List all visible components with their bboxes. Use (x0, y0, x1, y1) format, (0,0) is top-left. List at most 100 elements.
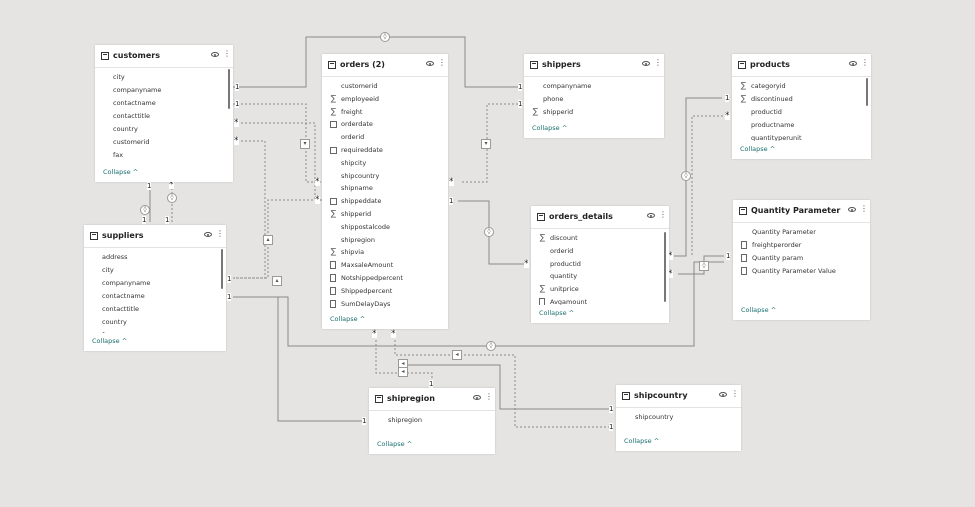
table-card-quantity-parameter[interactable]: Quantity Parameter⋮ Quantity Parameterfre… (733, 200, 870, 320)
collapse-link[interactable]: Collapse ^ (624, 437, 659, 445)
field-row[interactable]: contacttitle (95, 110, 233, 123)
crossfilter-both-icon[interactable]: ◊ (699, 261, 709, 271)
collapse-link[interactable]: Collapse ^ (103, 168, 138, 176)
table-card-customers[interactable]: customers⋮citycompanynamecontactnamecont… (95, 45, 233, 182)
field-row[interactable]: ∑categoryid (732, 80, 871, 93)
field-row[interactable]: address (84, 251, 226, 264)
visibility-eye-icon[interactable] (647, 213, 655, 218)
field-row[interactable]: country (95, 123, 233, 136)
field-row[interactable]: requireddate (322, 144, 448, 157)
crossfilter-both-icon[interactable]: ◊ (486, 341, 496, 351)
crossfilter-both-icon[interactable]: ◊ (484, 227, 494, 237)
field-row[interactable]: productid (732, 106, 871, 119)
collapse-link[interactable]: Collapse ^ (532, 124, 567, 132)
field-row[interactable]: country (84, 316, 226, 329)
field-row[interactable]: customerid (322, 80, 448, 93)
visibility-eye-icon[interactable] (849, 61, 857, 66)
visibility-eye-icon[interactable] (204, 232, 212, 237)
field-list[interactable]: ∑categoryid∑discontinuedproductidproduct… (732, 76, 871, 141)
field-row[interactable]: companyname (524, 80, 664, 93)
field-row[interactable]: MaxsaleAmount (322, 259, 448, 272)
rel-line-customers-orders-2[interactable] (241, 123, 322, 200)
field-row[interactable]: customerid (95, 136, 233, 149)
collapse-link[interactable]: Collapse ^ (741, 306, 776, 314)
visibility-eye-icon[interactable] (642, 61, 650, 66)
more-options-icon[interactable]: ⋮ (485, 393, 493, 401)
crossfilter-single-icon[interactable]: ▴ (272, 276, 282, 286)
field-row[interactable]: contactname (95, 97, 233, 110)
field-row[interactable]: quantityperunit (732, 132, 871, 141)
table-header[interactable]: orders (2)⋮ (322, 54, 448, 77)
field-list[interactable]: customerid∑employeeid∑freightorderdateor… (322, 76, 448, 311)
more-options-icon[interactable]: ⋮ (223, 50, 231, 58)
field-list[interactable]: companynamephone∑shipperid (524, 76, 664, 120)
scrollbar-thumb[interactable] (221, 249, 223, 289)
table-card-suppliers[interactable]: suppliers⋮addresscitycompanynamecontactn… (84, 225, 226, 351)
field-row[interactable]: Notshippedpercent (322, 272, 448, 285)
more-options-icon[interactable]: ⋮ (438, 59, 446, 67)
field-row[interactable]: productname (732, 119, 871, 132)
table-header[interactable]: orders_details⋮ (531, 206, 669, 229)
collapse-link[interactable]: Collapse ^ (330, 315, 365, 323)
field-row[interactable]: phone (524, 93, 664, 106)
rel-line-products-od-2[interactable] (692, 116, 727, 256)
field-row[interactable]: shippeddate (322, 195, 448, 208)
field-row[interactable]: ∑freight (322, 106, 448, 119)
collapse-link[interactable]: Collapse ^ (92, 337, 127, 345)
crossfilter-both-icon[interactable]: ◊ (140, 205, 150, 215)
rel-line-customers-suppliers[interactable] (233, 141, 265, 278)
field-row[interactable]: Quantity Parameter (733, 226, 870, 239)
field-row[interactable]: Quantity param (733, 252, 870, 265)
more-options-icon[interactable]: ⋮ (731, 390, 739, 398)
more-options-icon[interactable]: ⋮ (860, 205, 868, 213)
field-row[interactable]: ∑discount (531, 232, 669, 245)
field-list[interactable]: ∑discountorderidproductidquantity∑unitpr… (531, 228, 669, 305)
crossfilter-both-icon[interactable]: ◊ (681, 171, 691, 181)
field-row[interactable]: ∑unitprice (531, 283, 669, 296)
field-row[interactable]: contactname (84, 290, 226, 303)
more-options-icon[interactable]: ⋮ (654, 59, 662, 67)
table-card-shipcountry[interactable]: shipcountry⋮ shipcountryCollapse ^ (616, 385, 741, 451)
field-row[interactable]: ∑shipperid (322, 208, 448, 221)
more-options-icon[interactable]: ⋮ (216, 230, 224, 238)
field-row[interactable]: Quantity Parameter Value (733, 265, 870, 278)
field-list[interactable]: addresscitycompanynamecontactnamecontact… (84, 247, 226, 333)
table-header[interactable]: customers⋮ (95, 45, 233, 68)
field-row[interactable]: companyname (84, 277, 226, 290)
field-row[interactable]: fax (95, 149, 233, 162)
crossfilter-single-icon[interactable]: ▾ (481, 139, 491, 149)
table-header[interactable]: shipcountry⋮ (616, 385, 741, 408)
visibility-eye-icon[interactable] (426, 61, 434, 66)
field-row[interactable]: shipcity (322, 157, 448, 170)
more-options-icon[interactable]: ⋮ (659, 211, 667, 219)
table-header[interactable]: suppliers⋮ (84, 225, 226, 248)
field-list[interactable]: citycompanynamecontactnamecontacttitleco… (95, 67, 233, 164)
crossfilter-both-icon[interactable]: ◊ (380, 32, 390, 42)
field-row[interactable]: orderid (322, 131, 448, 144)
field-row[interactable]: ∑discontinued (732, 93, 871, 106)
field-row[interactable]: freightperorder (733, 239, 870, 252)
table-card-shipregion[interactable]: shipregion⋮shipregionCollapse ^ (369, 388, 495, 454)
crossfilter-single-icon[interactable]: ▴ (263, 235, 273, 245)
field-row[interactable]: ∑employeeid (322, 93, 448, 106)
collapse-link[interactable]: Collapse ^ (740, 145, 775, 153)
scrollbar-thumb[interactable] (228, 69, 230, 109)
crossfilter-both-icon[interactable]: ◊ (167, 193, 177, 203)
visibility-eye-icon[interactable] (848, 207, 856, 212)
field-list[interactable]: shipregion (369, 410, 495, 436)
visibility-eye-icon[interactable] (719, 392, 727, 397)
field-row[interactable]: shipregion (322, 234, 448, 247)
field-row[interactable]: fax (84, 329, 226, 333)
field-row[interactable]: companyname (95, 84, 233, 97)
table-header[interactable]: Quantity Parameter⋮ (733, 200, 870, 223)
crossfilter-single-icon[interactable]: ▾ (300, 139, 310, 149)
field-row[interactable]: shipcountry (616, 411, 741, 424)
field-row[interactable]: shippostalcode (322, 221, 448, 234)
scrollbar-thumb[interactable] (664, 232, 666, 302)
collapse-link[interactable]: Collapse ^ (539, 309, 574, 317)
field-row[interactable]: quantity (531, 270, 669, 283)
table-card-products[interactable]: products⋮∑categoryid∑discontinuedproduct… (732, 54, 871, 159)
field-row[interactable]: SumDelayDays (322, 298, 448, 311)
field-row[interactable]: contacttitle (84, 303, 226, 316)
scrollbar-thumb[interactable] (866, 78, 868, 106)
